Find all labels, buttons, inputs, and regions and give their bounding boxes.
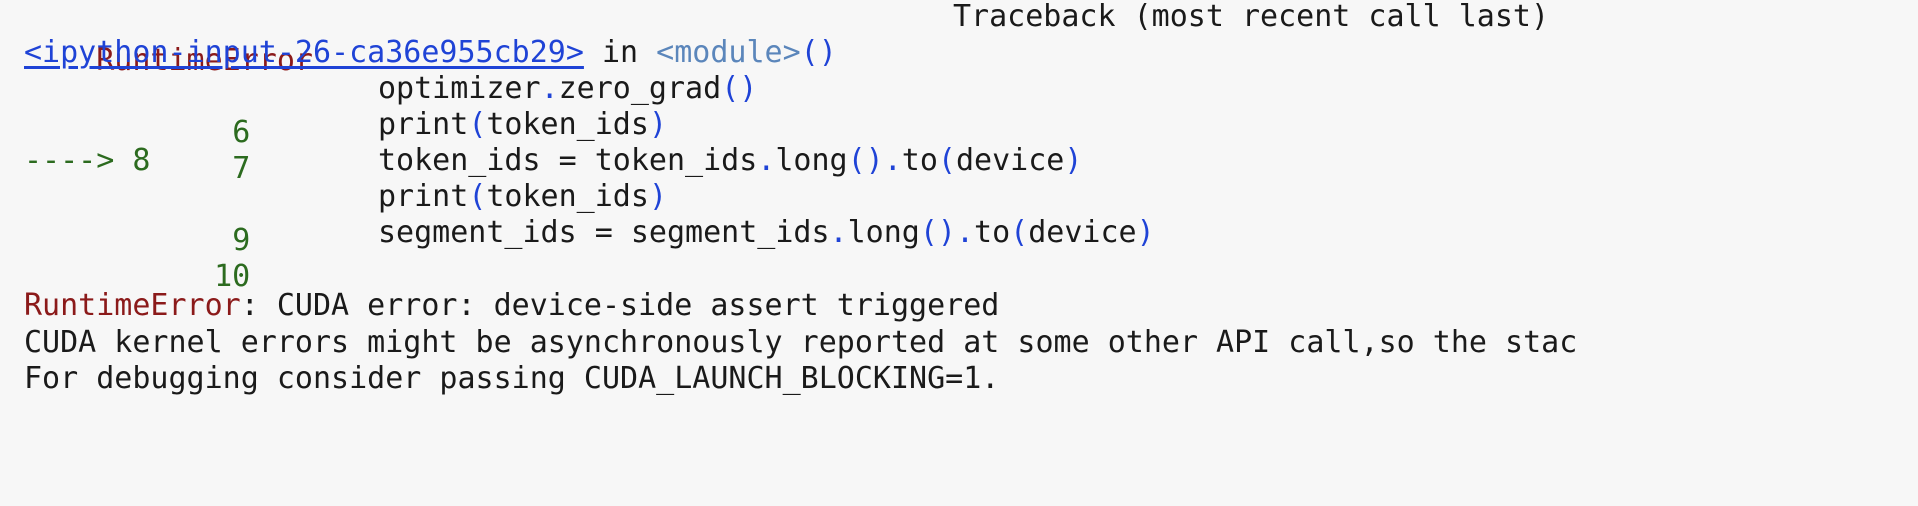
module-call-parens: () [800,35,837,70]
code-token: ( [937,143,956,178]
code-text-6: optimizer.zero_grad() [378,67,757,111]
code-text-7: print(token_ids) [378,103,667,147]
code-token: ( [468,179,487,214]
code-line-8: ----> 8 [24,139,150,183]
code-token: device [955,143,1065,178]
code-token: . [955,215,975,250]
code-token: long [775,143,848,178]
code-line-6: 6 [24,67,250,150]
line-number: 8 [132,143,151,178]
in-keyword: in [601,35,639,70]
line-number: 7 [232,151,251,186]
code-token: token_ids = token_ids [378,143,758,178]
error-message-line: RuntimeError: CUDA error: device-side as… [24,284,999,328]
code-token: . [829,215,848,250]
module-name: <module> [656,35,801,70]
code-text-9: print(token_ids) [378,175,667,219]
traceback-source-line: <ipython-input-26-ca36e955cb29> in <modu… [24,31,837,75]
error-message-text: CUDA error: device-side assert triggered [258,288,1000,323]
code-token: optimizer [378,71,541,106]
error-hint-line: For debugging consider passing CUDA_LAUN… [24,361,1000,396]
code-token: to [974,215,1011,250]
line-number: 6 [232,115,251,150]
traceback-header: RuntimeError [24,0,313,78]
error-type-label: RuntimeError [96,43,313,78]
code-token: ( [468,107,487,142]
code-token: ) [648,107,667,142]
code-token: to [901,143,938,178]
code-token: zero_grad [558,71,722,106]
line-number: 9 [232,223,251,258]
code-text-10: segment_ids = segment_ids.long().to(devi… [378,211,1155,255]
code-token: segment_ids = segment_ids [378,215,830,250]
error-separator: : [240,288,259,323]
code-line-7: 7 [24,103,250,186]
line-number: 10 [214,259,251,294]
code-token: long [847,215,920,250]
code-token: token_ids [486,179,649,214]
code-token: ) [1064,143,1083,178]
error-detail-line: CUDA kernel errors might be asynchronous… [24,325,1578,360]
current-line-arrow: ----> [24,143,115,178]
code-line-10: 10 [24,211,250,294]
traceback-header-note: Traceback (most recent call last) [953,0,1550,34]
code-token: token_ids [486,107,649,142]
code-text-8: token_ids = token_ids.long().to(device) [378,139,1082,183]
error-message-type: RuntimeError [24,288,241,323]
code-token: ( [1010,215,1029,250]
ipython-input-link[interactable]: <ipython-input-26-ca36e955cb29> [24,35,584,70]
code-token: . [540,71,559,106]
code-token: print [378,179,469,214]
code-token: ) [1136,215,1155,250]
code-token: print [378,107,469,142]
code-token: . [757,143,776,178]
code-line-9: 9 [24,175,250,258]
code-token: () [919,215,956,250]
code-token: device [1028,215,1137,250]
code-token: () [721,71,758,106]
code-token: . [883,143,902,178]
code-token: ) [648,179,667,214]
code-token: () [847,143,884,178]
